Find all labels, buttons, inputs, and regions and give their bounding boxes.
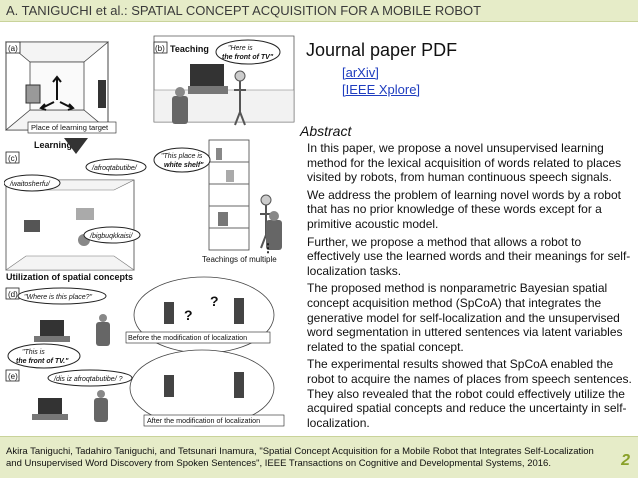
journal-paper-heading: Journal paper PDF — [306, 40, 458, 60]
shelf-teaching-scene — [208, 139, 282, 251]
question-mark-2: ? — [210, 293, 219, 309]
method-figure: (a) Place of learning target (b) Teachin… — [4, 35, 295, 427]
this-is-line1: "This is — [22, 349, 45, 356]
learning-label: Learning — [34, 140, 72, 150]
panel-d-label: (d) — [8, 290, 18, 299]
utilization-label: Utilization of spatial concepts — [6, 272, 133, 282]
teachings-of-multiple-label: Teachings of multiple — [202, 255, 277, 264]
slide-title-bar: A. TANIGUCHI et al.: SPATIAL CONCEPT ACQ… — [0, 0, 638, 22]
panel-b-label: (b) — [155, 44, 165, 53]
where-is-this-place-bubble: "Where is this place?" — [24, 294, 93, 301]
panel-e-scene — [32, 349, 275, 427]
panel-e-label: (e) — [8, 372, 18, 381]
place-of-learning-target-label: Place of learning target — [31, 123, 109, 132]
here-is-bubble-line2: the front of TV" — [222, 54, 274, 61]
before-modification-label: Before the modification of localization — [128, 333, 247, 342]
panel-c-room — [5, 179, 135, 271]
word-afroqtabutibe: /afroqtabutibe/ — [91, 165, 138, 172]
abstract-paragraph: The experimental results showed that SpC… — [307, 357, 632, 430]
word-waitosherfu: /waitosherfu/ — [9, 181, 51, 188]
word-bigbuqkkaisi: /bigbuqkkaisi/ — [89, 233, 133, 240]
abstract-paragraph: The proposed method is nonparametric Bay… — [307, 281, 623, 354]
panel-a-label: (a) — [8, 44, 18, 53]
teaching-label: Teaching — [170, 44, 209, 54]
abstract-paragraph: In this paper, we propose a novel unsupe… — [307, 141, 622, 185]
this-place-is-line1: "This place is — [161, 153, 203, 160]
learning-down-arrow-icon — [64, 138, 88, 154]
question-mark-1: ? — [184, 307, 193, 323]
this-is-line2: the front of TV." — [16, 358, 69, 365]
abstract-paragraph: We address the problem of learning novel… — [307, 187, 621, 231]
panel-a-room — [4, 41, 110, 131]
citation-footer — [0, 436, 638, 478]
this-place-is-line2: white shelf" — [164, 162, 204, 169]
ieee-xplore-link[interactable]: [IEEE Xplore] — [342, 82, 421, 97]
slide-title: A. TANIGUCHI et al.: SPATIAL CONCEPT ACQ… — [6, 3, 482, 18]
arxiv-link[interactable]: [arXiv] — [342, 65, 379, 80]
after-modification-label: After the modification of localization — [147, 416, 260, 425]
abstract-paragraph: Further, we propose a method that allows… — [307, 234, 631, 278]
abstract-heading: Abstract — [300, 123, 352, 139]
abstract-body: In this paper, we propose a novel unsupe… — [307, 141, 635, 433]
page-number: 2 — [621, 452, 630, 469]
panel-c-label: (c) — [8, 154, 18, 163]
dis-iz-bubble: /dis iz afroqtabutibe/ ? — [53, 376, 123, 383]
ellipsis-dots: ⋮ — [262, 241, 274, 255]
citation-text: Akira Taniguchi, Tadahiro Taniguchi, and… — [6, 446, 594, 469]
here-is-bubble-line1: "Here is — [228, 45, 253, 52]
